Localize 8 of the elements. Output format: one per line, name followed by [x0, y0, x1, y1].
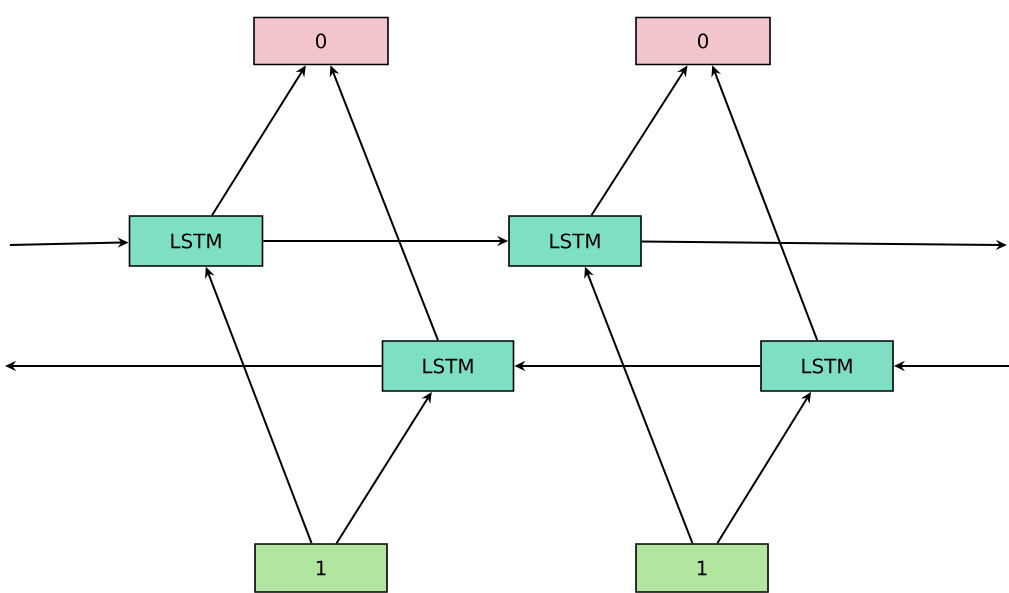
output-box: 0 — [635, 16, 771, 66]
output-box: 0 — [253, 16, 389, 66]
lstm-box: LSTM — [381, 340, 515, 392]
input-box: 1 — [254, 543, 388, 593]
lstm-box: LSTM — [128, 215, 264, 267]
input-box: 1 — [635, 543, 769, 593]
lstm-box: LSTM — [508, 215, 642, 267]
lstm-box: LSTM — [760, 340, 894, 392]
